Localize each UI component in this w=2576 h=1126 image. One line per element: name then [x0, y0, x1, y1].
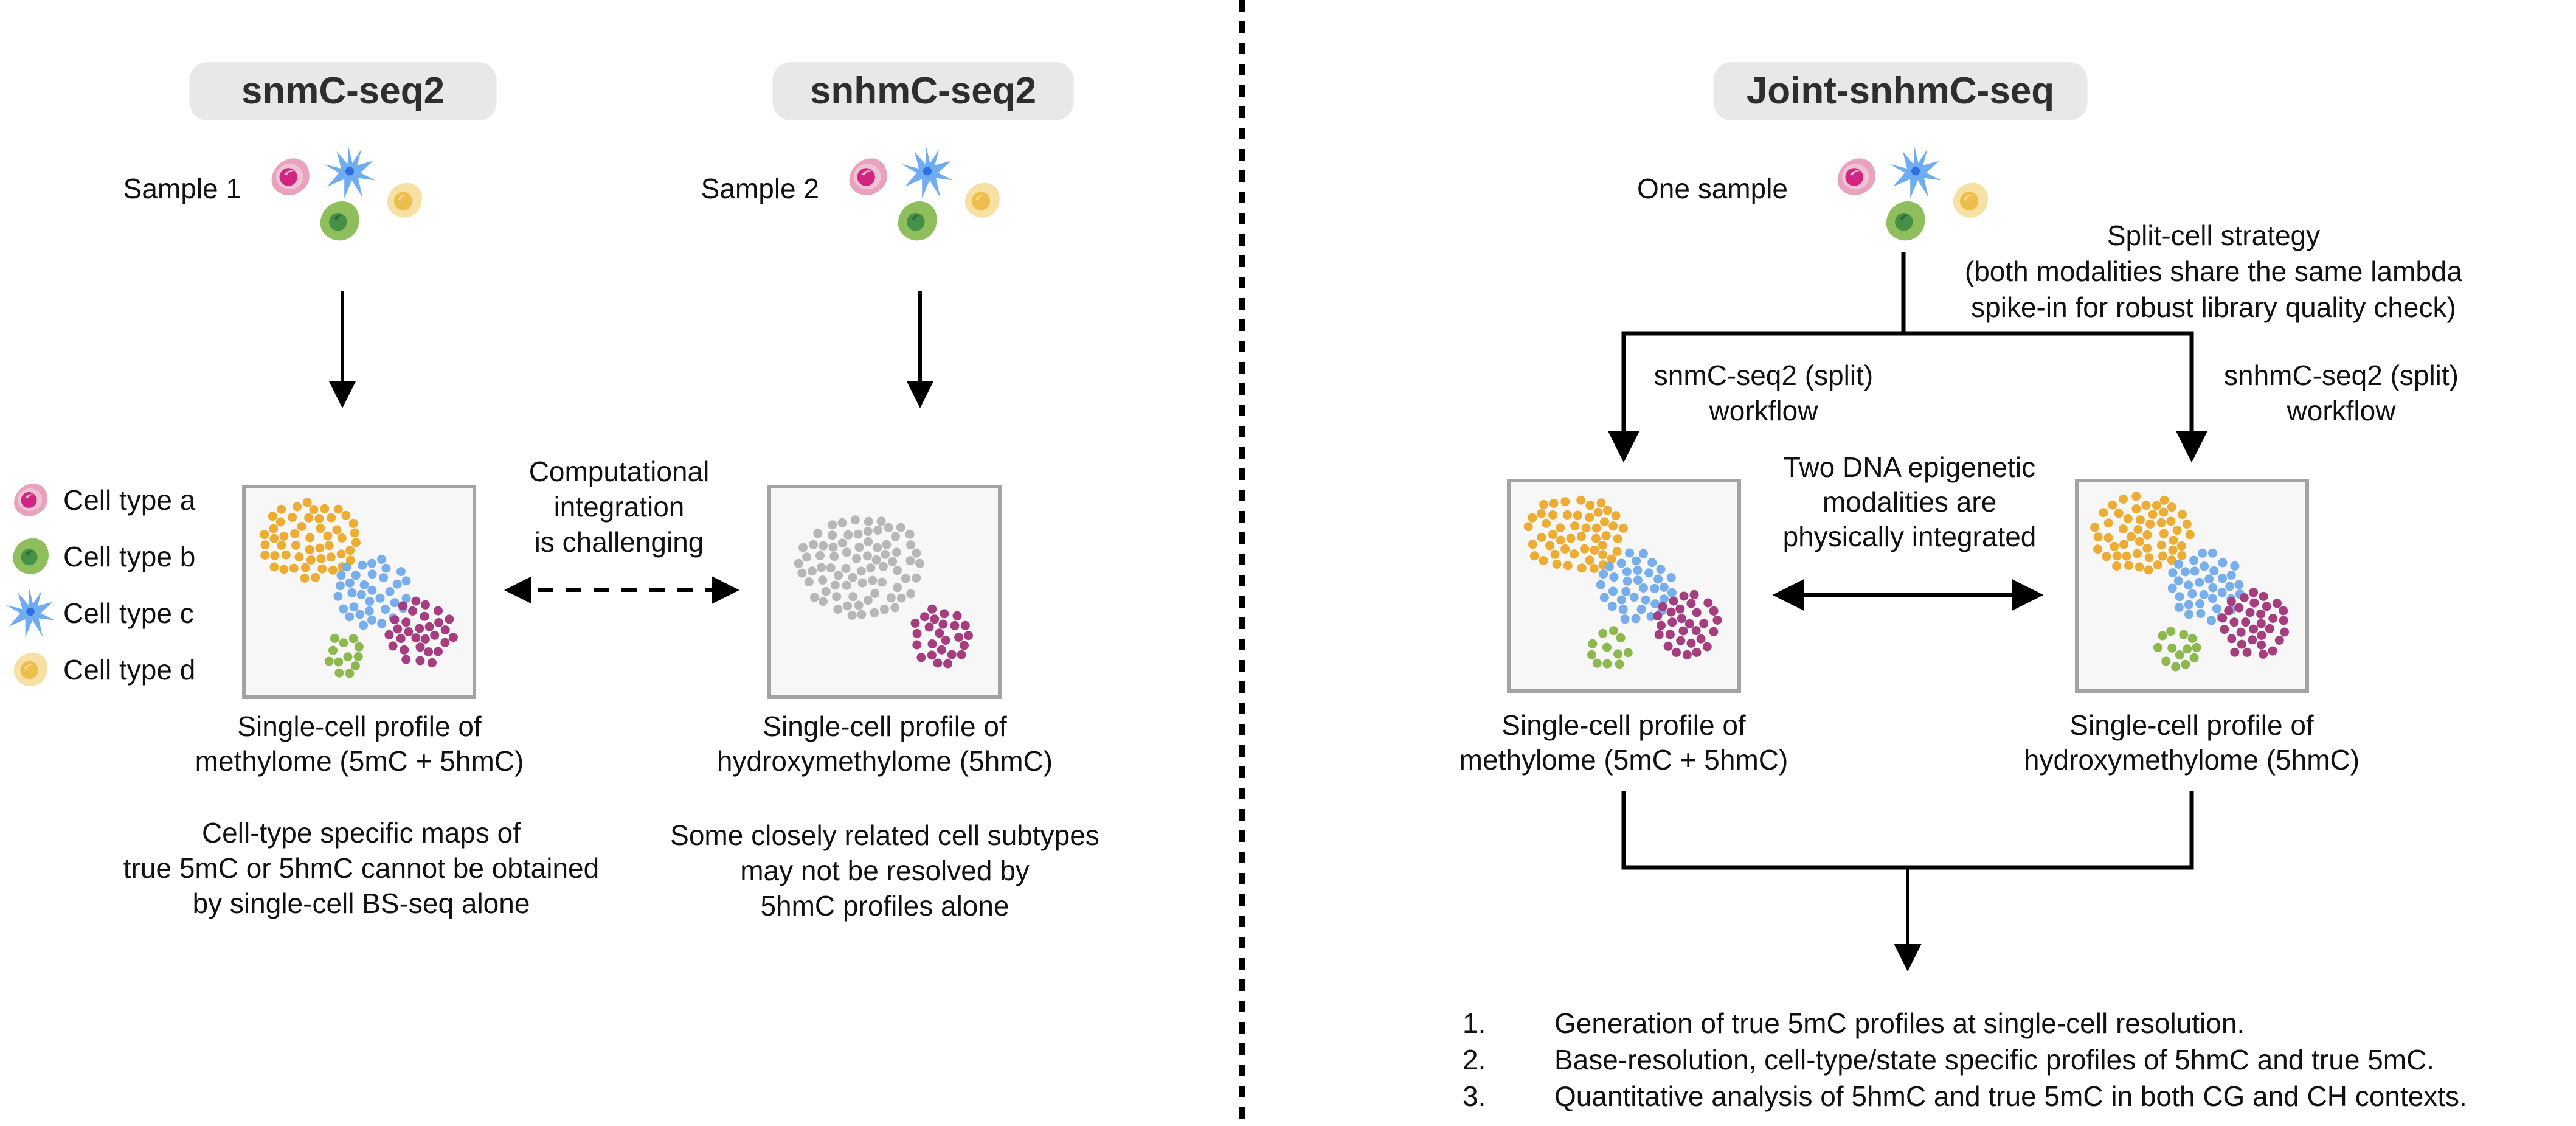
caption-line: Single-cell profile of — [763, 711, 1007, 742]
label-line: workflow — [2287, 395, 2396, 426]
caption-line: hydroxymethylome (5hmC) — [716, 745, 1053, 777]
physical-integration-note: Two DNA epigenetic modalities are physic… — [1783, 450, 2037, 554]
blue-star-cell-icon — [323, 146, 376, 200]
note-line: Cell-type specific maps of — [201, 817, 521, 849]
yellow-cell-icon — [384, 181, 424, 221]
outcome-text: Quantitative analysis of 5hmC and true 5… — [1554, 1080, 2467, 1112]
blue-star-cell-icon — [5, 588, 56, 639]
hydroxymethylome-caption-left: Single-cell profile of hydroxymethylome … — [717, 709, 1053, 779]
method-title: Joint-snhmC-seq — [1746, 70, 2055, 112]
computational-integration-note: Computational integration is challenging — [529, 454, 710, 560]
yellow-cell-icon — [962, 181, 1002, 221]
yellow-cell-icon — [5, 650, 56, 689]
sample-1-label: Sample 1 — [123, 173, 241, 204]
note-line: 5hmC profiles alone — [760, 890, 1009, 922]
hydroxymethylome-plot-right — [2075, 479, 2309, 693]
methylome-caption-left: Single-cell profile of methylome (5mC + … — [195, 709, 524, 779]
pink-cell-icon — [1835, 156, 1877, 198]
methylome-plot-right — [1507, 479, 1741, 693]
label-line: workflow — [1709, 395, 1818, 426]
merge-bracket — [1621, 791, 2194, 870]
note-line: by single-cell BS-seq alone — [192, 888, 530, 919]
caption-line: Single-cell profile of — [2069, 709, 2314, 741]
note-line: may not be resolved by — [740, 855, 1030, 886]
note-line: Computational — [528, 456, 710, 487]
note-line: integration — [553, 491, 685, 523]
legend-label: Cell type d — [63, 653, 196, 686]
yellow-cell-icon — [1950, 181, 1990, 221]
note-line: Two DNA epigenetic — [1783, 451, 2036, 483]
legend-label: Cell type b — [63, 540, 196, 572]
pill-joint-snhmc-seq: Joint-snhmC-seq — [1713, 62, 2088, 120]
outcome-item: 2. Base-resolution, cell-type/state speci… — [1463, 1041, 2467, 1078]
methylome-caption-right: Single-cell profile of methylome (5mC + … — [1459, 708, 1788, 777]
snhmc-split-workflow-label: snhmC-seq2 (split) workflow — [2224, 358, 2459, 428]
legend-item-cell-type-c: Cell type c — [5, 585, 195, 641]
note-line: Split-cell strategy — [2107, 220, 2321, 251]
hydroxymethylome-plot-left — [767, 485, 1002, 699]
cell-type-legend: Cell type a Cell type b Cell type c Cell… — [5, 471, 195, 698]
snmc-limitation-note: Cell-type specific maps of true 5mC or 5… — [123, 815, 599, 921]
pink-cell-icon — [847, 156, 889, 198]
note-line: Some closely related cell subtypes — [670, 819, 1099, 851]
caption-line: hydroxymethylome (5hmC) — [2023, 744, 2360, 776]
outcome-item: 1. Generation of true 5mC profiles at sin… — [1463, 1005, 2467, 1041]
outcome-number: 2. — [1463, 1044, 1486, 1076]
outcome-text: Base-resolution, cell-type/state specifi… — [1554, 1044, 2435, 1076]
methylome-plot-left — [242, 485, 476, 699]
one-sample-label: One sample — [1636, 173, 1788, 204]
label-line: snhmC-seq2 (split) — [2224, 360, 2459, 391]
outcome-list: 1. Generation of true 5mC profiles at sin… — [1463, 1005, 2467, 1114]
legend-item-cell-type-a: Cell type a — [5, 471, 195, 528]
outcome-number: 1. — [1463, 1007, 1486, 1039]
pink-cell-icon — [269, 156, 311, 198]
method-title: snmC-seq2 — [241, 70, 445, 112]
label-line: snmC-seq2 (split) — [1653, 360, 1874, 391]
legend-label: Cell type c — [63, 597, 194, 629]
note-line: true 5mC or 5hmC cannot be obtained — [123, 852, 600, 884]
legend-item-cell-type-d: Cell type d — [5, 641, 195, 698]
outcome-text: Generation of true 5mC profiles at singl… — [1554, 1007, 2245, 1039]
blue-star-cell-icon — [901, 146, 954, 200]
note-line: (both modalities share the same lambda — [1964, 255, 2463, 287]
outcome-item: 3. Quantitative analysis of 5hmC and true… — [1463, 1078, 2467, 1114]
snhmc-limitation-note: Some closely related cell subtypes may n… — [670, 818, 1099, 923]
green-cell-icon — [895, 199, 940, 244]
split-cell-strategy-note: Split-cell strategy (both modalities sha… — [1965, 218, 2462, 325]
blue-star-cell-icon — [1889, 146, 1942, 200]
green-cell-icon — [5, 536, 56, 577]
pink-cell-icon — [5, 481, 56, 519]
green-cell-icon — [1883, 199, 1928, 244]
note-line: modalities are — [1822, 486, 1997, 518]
caption-line: Single-cell profile of — [1501, 709, 1746, 741]
caption-line: methylome (5mC + 5hmC) — [195, 745, 524, 777]
hydroxymethylome-caption-right: Single-cell profile of hydroxymethylome … — [2024, 708, 2360, 777]
pill-snmc-seq2: snmC-seq2 — [189, 62, 497, 120]
caption-line: Single-cell profile of — [237, 711, 482, 742]
legend-label: Cell type a — [63, 484, 196, 516]
note-line: is challenging — [534, 526, 704, 558]
pill-snhmc-seq2: snhmC-seq2 — [772, 62, 1074, 120]
snmc-split-workflow-label: snmC-seq2 (split) workflow — [1654, 358, 1873, 428]
caption-line: methylome (5mC + 5hmC) — [1459, 744, 1788, 776]
method-title: snhmC-seq2 — [809, 70, 1037, 112]
note-line: physically integrated — [1782, 521, 2037, 552]
outcome-number: 3. — [1463, 1080, 1486, 1112]
note-line: spike-in for robust library quality chec… — [1971, 291, 2456, 323]
green-cell-icon — [317, 199, 362, 244]
sample-2-label: Sample 2 — [701, 173, 819, 204]
legend-item-cell-type-b: Cell type b — [5, 528, 195, 585]
